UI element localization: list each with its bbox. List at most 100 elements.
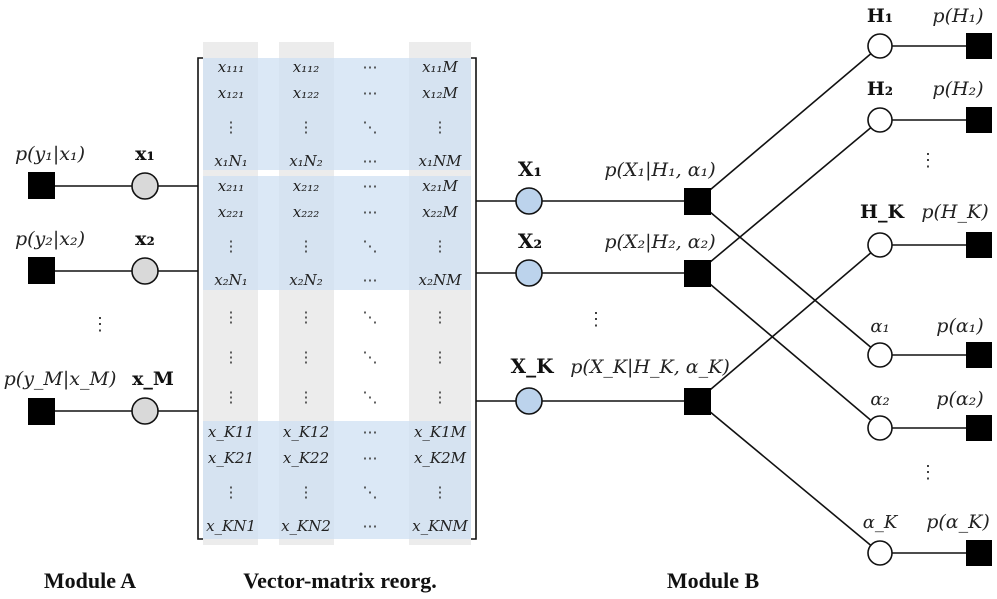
likelihood-factor-node	[28, 172, 55, 199]
observation-var-label: x₂	[135, 228, 155, 250]
matrix-cell: ⋮	[224, 308, 239, 326]
matrix-cell: ⋮	[299, 237, 314, 255]
precision-var-label: α_K	[863, 512, 899, 533]
matrix-cell: x₂₁M	[422, 177, 458, 195]
channel-var-label: H₁	[867, 5, 893, 27]
matrix-cell: ⋱	[363, 237, 378, 255]
signal-factor-node	[684, 260, 711, 287]
matrix-cell: ⋮	[224, 118, 239, 136]
matrix-cell: ⋱	[363, 388, 378, 406]
matrix-cell: x₁₂₂	[293, 84, 320, 102]
matrix-cell: x₂NM	[419, 271, 463, 289]
channel-var-label: H₂	[867, 78, 893, 100]
signal-factor-label: p(X_K|H_K, α_K)	[570, 356, 729, 378]
matrix-cell: ⋮	[433, 118, 448, 136]
caption-vector-matrix-reorg: Vector-matrix reorg.	[243, 568, 436, 593]
matrix-cell: x_K1M	[414, 423, 467, 441]
matrix-cell: x₁N₂	[289, 152, 323, 170]
matrix-cell: ⋯	[363, 58, 378, 76]
caption-module-a: Module A	[44, 568, 136, 593]
precision-prior-node	[966, 342, 992, 368]
matrix-cell: x₁₂M	[422, 84, 458, 102]
likelihood-factor-label: p(y₁|x₁)	[15, 143, 85, 165]
module-b: X₁ p(X₁|H₁, α₁) X₂ p(X₂|H₂, α₂) ⋮ X_K p(…	[476, 5, 992, 566]
matrix-cell: ⋮	[433, 388, 448, 406]
channel-prior-node	[966, 33, 992, 59]
precision-var-node	[867, 342, 893, 368]
channel-var-label: H_K	[860, 201, 905, 223]
precision-prior-label: p(α₂)	[936, 388, 983, 410]
signal-factor-label: p(X₁|H₁, α₁)	[604, 159, 715, 181]
precision-prior-label: p(α₁)	[936, 315, 983, 337]
matrix-cell: x₁₁₂	[293, 58, 320, 76]
matrix-cell: ⋱	[363, 308, 378, 326]
signal-var-label: X₁	[518, 157, 542, 181]
matrix-cell: x₁₁M	[422, 58, 458, 76]
matrix-cell: x₁NM	[419, 152, 463, 170]
matrix-cell: ⋮	[299, 348, 314, 366]
signal-ellipsis: ⋮	[587, 309, 605, 330]
matrix-cell: x_KNM	[412, 517, 468, 535]
matrix-cell: x₂₂₁	[218, 203, 245, 221]
channel-prior-node	[966, 232, 992, 258]
matrix-cell: ⋯	[363, 517, 378, 535]
matrix-cell: x_K21	[208, 449, 254, 467]
caption-module-b: Module B	[667, 568, 760, 593]
channel-prior-label: p(H₁)	[932, 5, 983, 27]
signal-var-node	[515, 259, 543, 287]
precision-ellipsis: ⋮	[919, 462, 937, 483]
likelihood-factor-label: p(y₂|x₂)	[15, 228, 85, 250]
matrix-cell: ⋮	[299, 483, 314, 501]
matrix-block-1: x₁₁₁ x₁₁₂ ⋯ x₁₁M x₁₂₁ x₁₂₂ ⋯ x₁₂M ⋮ ⋮ ⋱ …	[214, 58, 462, 170]
matrix-cell: ⋮	[299, 118, 314, 136]
matrix-cell: x₂₂M	[422, 203, 458, 221]
matrix-cell: ⋮	[433, 308, 448, 326]
precision-prior-node	[966, 415, 992, 441]
matrix-cell: x_K2M	[414, 449, 467, 467]
matrix-cell: ⋯	[363, 271, 378, 289]
signal-factor-node	[684, 388, 711, 415]
observation-var-label: x₁	[135, 143, 155, 165]
channel-var-node	[867, 33, 893, 59]
module-a: p(y₁|x₁) x₁ p(y₂|x₂) x₂ ⋮ p(y_M|x_M) x_M	[4, 143, 198, 425]
channel-prior-label: p(H₂)	[932, 78, 983, 100]
signal-factor-node	[684, 188, 711, 215]
matrix-cell: x₁₂₁	[218, 84, 245, 102]
channel-var-node	[867, 232, 893, 258]
likelihood-factor-node	[28, 257, 55, 284]
observation-var-node	[131, 397, 159, 425]
matrix-cell: ⋮	[224, 483, 239, 501]
signal-var-node	[515, 187, 543, 215]
matrix-brackets	[197, 57, 477, 540]
signal-var-label: X₂	[518, 229, 542, 253]
matrix-cell: ⋮	[224, 237, 239, 255]
observation-var-node	[131, 172, 159, 200]
observation-var-label: x_M	[132, 368, 174, 390]
module-a-ellipsis: ⋮	[91, 314, 109, 335]
matrix-cell: x₂₁₂	[293, 177, 320, 195]
signal-var-label: X_K	[511, 354, 555, 378]
matrix-cell: ⋯	[363, 423, 378, 441]
matrix-cell: ⋯	[363, 177, 378, 195]
matrix-cell: ⋯	[363, 203, 378, 221]
matrix-cell: ⋯	[363, 84, 378, 102]
matrix-cell: ⋮	[299, 388, 314, 406]
matrix-cell: x_K12	[283, 423, 329, 441]
matrix-block-2: x₂₁₁ x₂₁₂ ⋯ x₂₁M x₂₂₁ x₂₂₂ ⋯ x₂₂M ⋮ ⋮ ⋱ …	[214, 177, 462, 289]
precision-var-label: α₁	[870, 316, 889, 337]
matrix-cell: ⋮	[433, 348, 448, 366]
matrix-cell: x₁N₁	[214, 152, 248, 170]
channel-ellipsis: ⋮	[919, 150, 937, 171]
matrix-cell: ⋯	[363, 449, 378, 467]
likelihood-factor-label: p(y_M|x_M)	[4, 368, 117, 390]
precision-prior-label: p(α_K)	[926, 511, 990, 533]
matrix-cell: ⋮	[224, 388, 239, 406]
matrix-cell: x_K22	[283, 449, 329, 467]
likelihood-factor-node	[28, 398, 55, 425]
matrix-cell: x_KN1	[206, 517, 256, 535]
matrix-cell: ⋮	[224, 348, 239, 366]
matrix-cell: ⋱	[363, 348, 378, 366]
matrix-cell: x₂N₂	[289, 271, 323, 289]
matrix-cell: ⋮	[433, 483, 448, 501]
